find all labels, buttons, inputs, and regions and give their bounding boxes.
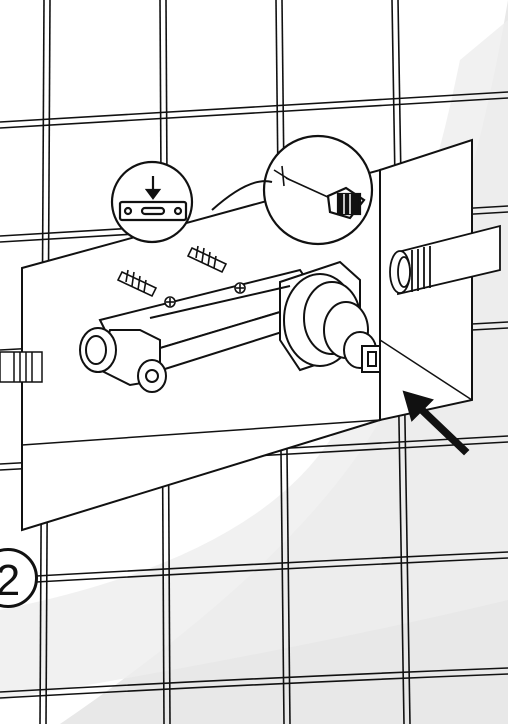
pipe-icon — [389, 224, 501, 296]
level-icon — [110, 160, 194, 244]
tile-shade-band-right — [0, 20, 508, 700]
mixing-valve-icon — [79, 260, 381, 393]
insert-arrow-icon — [402, 390, 470, 456]
wall-plug-icon — [116, 245, 246, 308]
left-pipe-icon — [0, 351, 43, 383]
drill-icon — [211, 134, 374, 246]
